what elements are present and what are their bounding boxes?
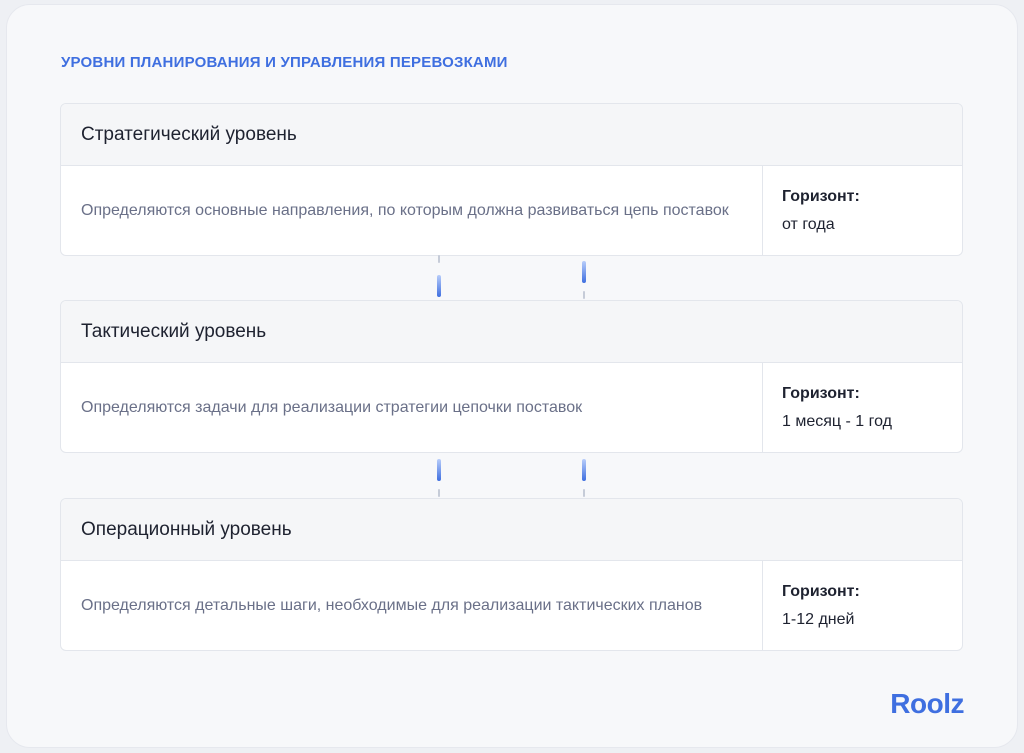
page-title: УРОВНИ ПЛАНИРОВАНИЯ И УПРАВЛЕНИЯ ПЕРЕВОЗ… [61, 54, 508, 71]
horizon-label: Горизонт: [782, 187, 860, 205]
level-description: Определяются основные направления, по ко… [61, 166, 763, 255]
connector-right [582, 453, 586, 499]
level-body: Определяются задачи для реализации страт… [61, 363, 962, 452]
level-body: Определяются детальные шаги, необходимые… [61, 561, 962, 650]
horizon-value: 1-12 дней [782, 610, 855, 628]
horizon-value: 1 месяц - 1 год [782, 412, 892, 430]
horizon-label: Горизонт: [782, 582, 860, 600]
level-body: Определяются основные направления, по ко… [61, 166, 962, 255]
connector-left [437, 453, 441, 499]
level-title: Тактический уровень [61, 301, 962, 363]
horizon-block: Горизонт: 1 месяц - 1 год [763, 363, 962, 452]
roolz-logo: Roolz [890, 688, 964, 719]
level-title: Операционный уровень [61, 499, 962, 561]
horizon-label: Горизонт: [782, 384, 860, 402]
level-description: Определяются задачи для реализации страт… [61, 363, 763, 452]
horizon-block: Горизонт: от года [763, 166, 962, 255]
level-description: Определяются детальные шаги, необходимые… [61, 561, 763, 650]
level-card-operational: Операционный уровень Определяются деталь… [60, 498, 963, 651]
connector-left [437, 255, 441, 301]
level-card-tactical: Тактический уровень Определяются задачи … [60, 300, 963, 453]
horizon-block: Горизонт: 1-12 дней [763, 561, 962, 650]
horizon-value: от года [782, 215, 835, 233]
level-card-strategic: Стратегический уровень Определяются осно… [60, 103, 963, 256]
level-title: Стратегический уровень [61, 104, 962, 166]
connector-right [582, 255, 586, 301]
